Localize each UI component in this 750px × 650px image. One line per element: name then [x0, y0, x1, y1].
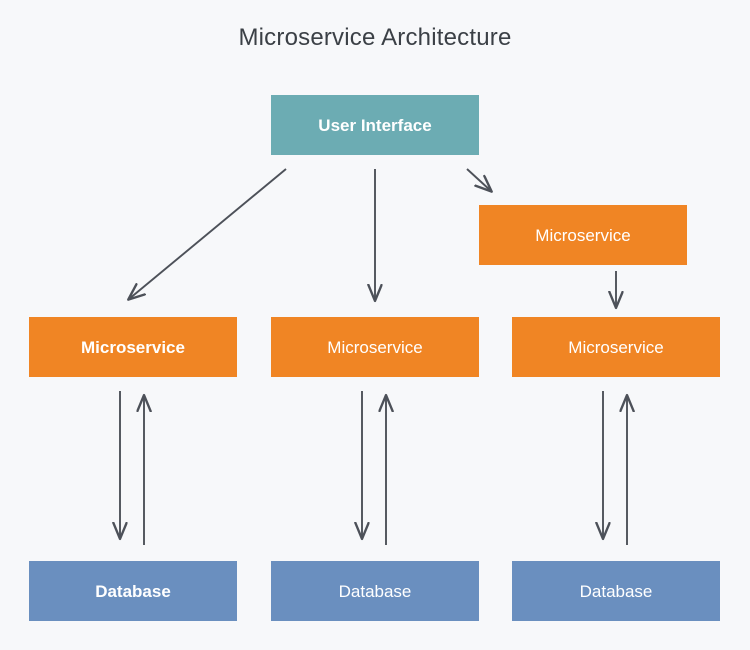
node-microservice-top-right[interactable]: Microservice: [479, 205, 687, 265]
node-microservice-left[interactable]: Microservice: [29, 317, 237, 377]
node-microservice-middle[interactable]: Microservice: [271, 317, 479, 377]
node-label: User Interface: [318, 115, 432, 135]
node-label: Microservice: [568, 337, 664, 357]
node-database-middle[interactable]: Database: [271, 561, 479, 621]
node-label: Microservice: [535, 225, 631, 245]
page-title: Microservice Architecture: [238, 24, 512, 51]
node-label: Microservice: [327, 337, 423, 357]
node-label: Database: [95, 581, 171, 601]
edge-ui-to-microservice-top-right: [466, 168, 491, 191]
node-label: Database: [338, 581, 412, 601]
edge-ui-to-microservice-left: [129, 168, 287, 299]
node-microservice-right[interactable]: Microservice: [512, 317, 720, 377]
node-user-interface[interactable]: User Interface: [271, 95, 479, 155]
node-label: Database: [579, 581, 653, 601]
node-database-left[interactable]: Database: [29, 561, 237, 621]
node-label: Microservice: [81, 337, 185, 357]
node-database-right[interactable]: Database: [512, 561, 720, 621]
